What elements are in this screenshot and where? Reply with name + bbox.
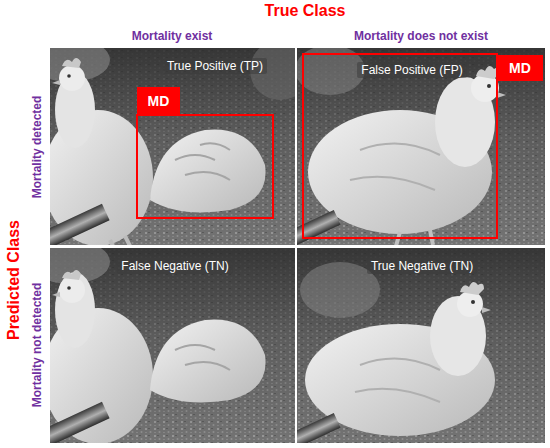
column-header: Mortality exist <box>132 29 213 43</box>
row-header: Mortality detected <box>30 96 44 199</box>
column-header: Mortality does not exist <box>354 29 488 43</box>
axis-title: True Class <box>265 2 346 20</box>
axis-title: Predicted Class <box>5 220 23 340</box>
cell-label: True Negative (TN) <box>367 258 477 274</box>
detection-box <box>137 115 273 218</box>
matrix-cell: True Negative (TN) <box>297 248 545 443</box>
photo-tp <box>50 48 295 245</box>
photo-tn <box>297 248 545 443</box>
matrix-cell: False Positive (FP) MD <box>297 48 545 245</box>
detection-box <box>303 54 497 238</box>
md-tag: MD <box>497 55 543 81</box>
md-text: MD <box>509 60 531 76</box>
row-header: Mortality not detected <box>30 283 44 408</box>
cell-label: False Negative (TN) <box>117 258 232 274</box>
matrix-cell: True Positive (TP) MD <box>50 48 295 245</box>
cell-label: True Positive (TP) <box>163 58 267 74</box>
photo-fp <box>297 48 545 245</box>
md-text: MD <box>148 93 170 109</box>
matrix-cell: False Negative (TN) <box>50 248 295 443</box>
cell-label: False Positive (FP) <box>357 62 466 78</box>
md-tag: MD <box>137 87 180 115</box>
photo-fn <box>50 248 295 443</box>
